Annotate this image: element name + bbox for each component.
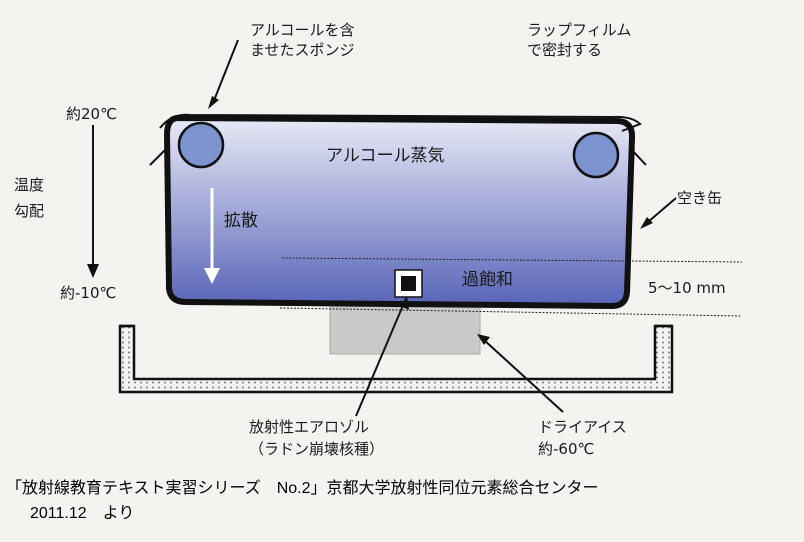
sponge-callout-head: [208, 96, 219, 109]
supersat-line-bottom: [279, 307, 743, 317]
aerosol-callout-head: [400, 296, 409, 310]
label-dry-ice: ドライアイス 約-60℃: [538, 418, 627, 458]
sponge-right: [572, 131, 620, 179]
can-callout-head: [640, 217, 653, 229]
caption-source: 「放射線教育テキスト実習シリーズ No.2」京都大学放射性同位元素総合センター: [6, 480, 599, 497]
supersat-line-top: [281, 257, 743, 263]
dryice-callout-head: [477, 334, 490, 345]
label-sponge: アルコールを含 ませたスポンジ: [250, 21, 355, 59]
label-diffusion: 拡散: [224, 211, 258, 231]
caption-date: 2011.12 より: [30, 505, 135, 522]
label-temp-bottom: 約-10℃: [60, 284, 117, 302]
diffusion-arrow-head: [204, 268, 220, 284]
dryice-callout-line: [483, 339, 564, 413]
aerosol-core: [401, 276, 416, 291]
label-temp-top: 約20℃: [66, 105, 117, 123]
aerosol-callout-line: [355, 302, 405, 417]
label-gradient: 温度 勾配: [14, 176, 45, 220]
chamber-body: [164, 115, 636, 309]
label-aerosol: 放射性エアロゾル （ラドン崩壊核種）: [249, 418, 385, 458]
label-wrap: ラップフィルム で密封する: [527, 21, 632, 59]
label-supersaturated: 過飽和: [462, 270, 513, 290]
label-vapor: アルコール蒸気: [326, 146, 445, 166]
can-callout-line: [647, 197, 677, 223]
wrap-film: [159, 113, 642, 132]
label-thickness: 5〜10 mm: [648, 279, 726, 297]
gradient-arrow-head: [87, 264, 99, 278]
wrap-film-right-tail: [629, 147, 647, 166]
sponge-callout-line: [212, 39, 239, 104]
sponge-left: [177, 121, 225, 169]
dry-ice-block: [329, 304, 481, 355]
wrap-film-left-tail: [149, 147, 168, 166]
label-can: 空き缶: [677, 189, 723, 207]
